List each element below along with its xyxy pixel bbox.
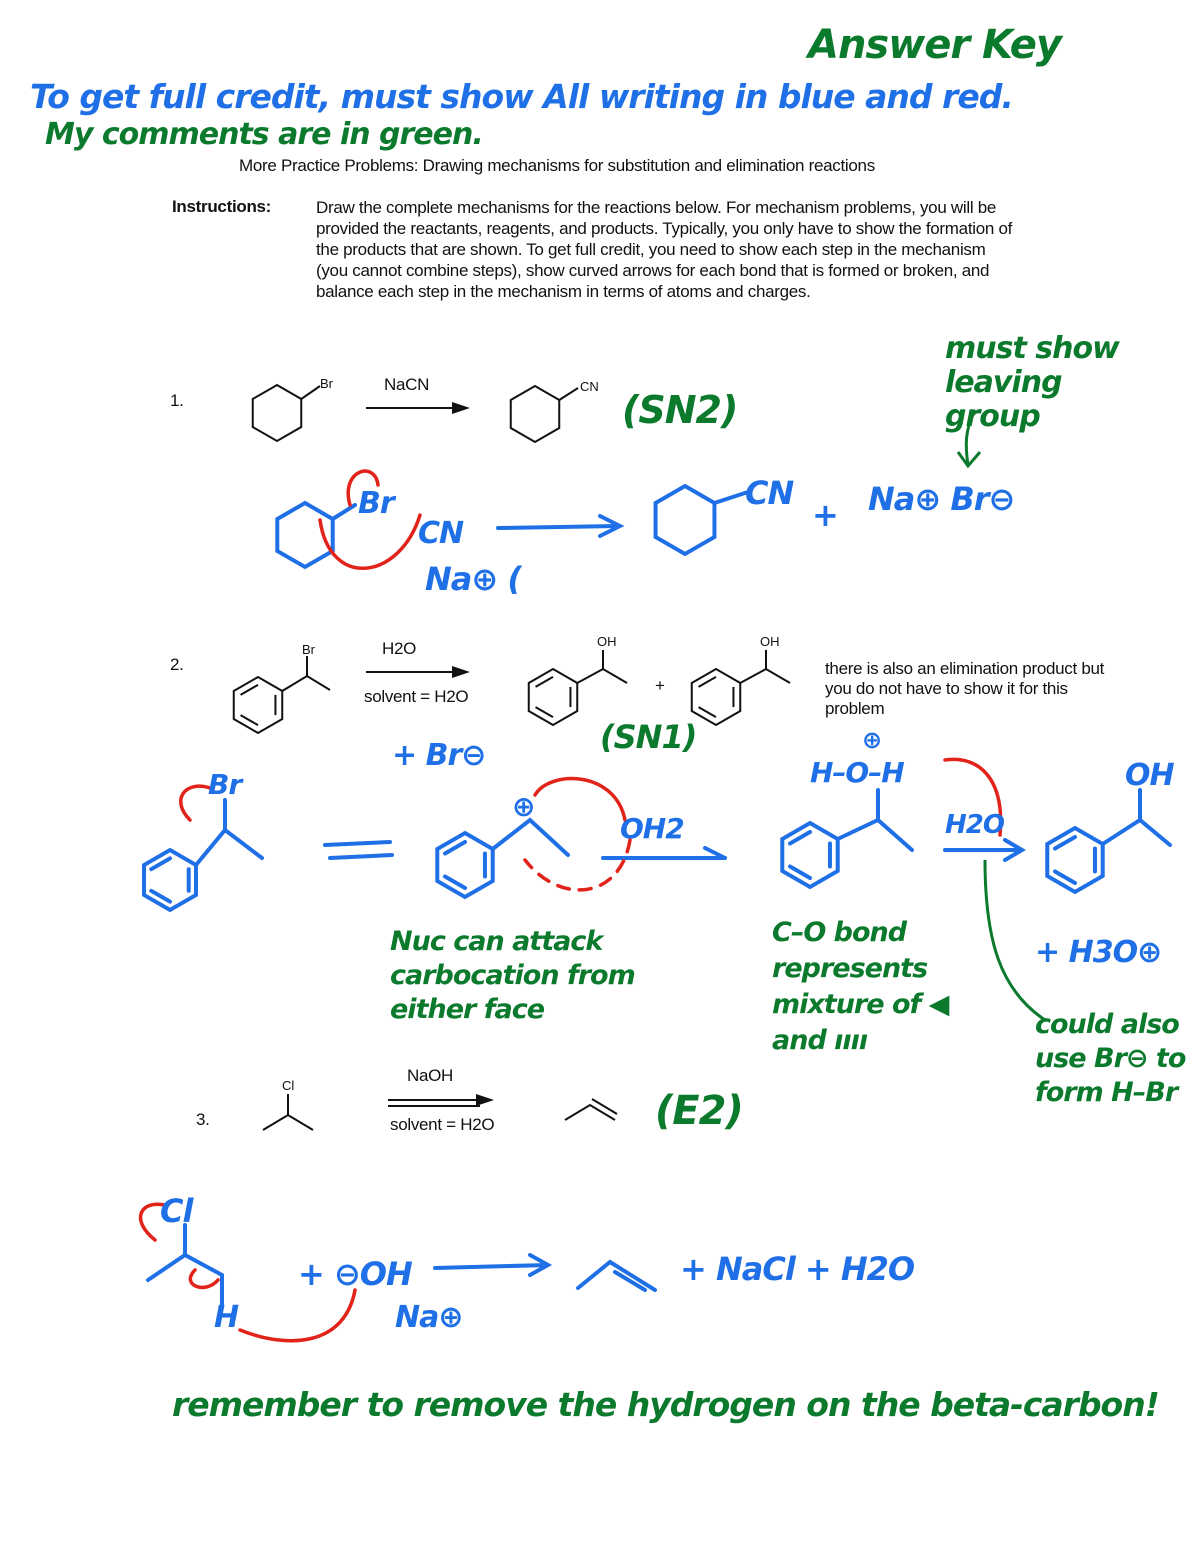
drawn-cyclohexane	[653, 483, 717, 557]
p3-beta-note: remember to remove the hydrogen on the b…	[172, 1385, 1160, 1424]
p3-reagent-top: NaOH	[407, 1066, 454, 1085]
benzene-ring-double-bond	[698, 706, 717, 719]
cyclohexane-ring	[509, 384, 561, 444]
p2-product-oh-2: OH	[760, 634, 780, 649]
drawn-benzene-double-bond	[1053, 834, 1077, 851]
p2-reagent-bottom: solvent = H2O	[364, 687, 469, 706]
p2-reagent-top: H2O	[382, 639, 417, 658]
p2-hbr-note: could also use Br⊖ to form H–Br	[1035, 1009, 1186, 1108]
bond	[300, 385, 321, 400]
full-credit-note: To get full credit, must show All writin…	[30, 77, 1014, 116]
drawn-benzene-double-bond	[788, 864, 812, 881]
oxonium-charge: ⊕	[862, 726, 882, 754]
bond	[1100, 788, 1172, 847]
p2-plus-br: + Br⊖	[392, 738, 486, 773]
p1-leaving-group-note: must show leaving group	[945, 331, 1120, 434]
p1-nabr: Na⊕ Br⊖	[868, 480, 1015, 518]
p1-br: Br	[358, 486, 395, 521]
comments-note: My comments are in green.	[45, 117, 484, 152]
p1-na: Na⊕ (	[425, 560, 522, 598]
reaction-arrow	[433, 1253, 553, 1277]
bond	[576, 650, 628, 684]
equilibrium-arrows	[323, 840, 394, 860]
p3-reactant-cl: Cl	[282, 1078, 295, 1093]
p1-cn: CN	[418, 516, 464, 551]
benzene-ring-double-bond	[240, 714, 259, 727]
comment-line	[983, 859, 1046, 1022]
bond	[835, 788, 914, 852]
drawn-benzene-double-bond	[149, 856, 172, 872]
problem-1-number: 1.	[170, 391, 184, 410]
bond	[490, 817, 570, 857]
p2-product-oh-1: OH	[597, 634, 617, 649]
carbocation-charge: ⊕	[512, 790, 535, 823]
p3-products: + NaCl + H2O	[680, 1250, 915, 1288]
p1-plus: +	[812, 496, 839, 534]
answer-key: Answer Key	[808, 22, 1062, 68]
p2-bond-note: C–O bond represents mixture of ◀ and ııı…	[772, 917, 949, 1056]
instructions-label: Instructions:	[172, 197, 272, 216]
drawn-benzene-double-bond	[443, 874, 467, 891]
bond	[193, 798, 264, 867]
curved-arrows	[138, 469, 1003, 1343]
drawn-benzene-double-bond	[788, 829, 812, 846]
bond	[739, 650, 791, 684]
p1-product-cn: CN	[580, 379, 599, 394]
p3-cl: Cl	[160, 1192, 193, 1230]
reaction-arrow	[601, 846, 727, 860]
cyclohexane-ring	[251, 383, 303, 443]
p2-h3o: + H3O⊕	[1035, 935, 1162, 970]
bond	[712, 490, 750, 505]
p1-reagent: NaCN	[384, 375, 430, 394]
p2-note: there is also an elimination product but…	[825, 659, 1105, 718]
p2-product-oh-hw: OH	[1125, 758, 1175, 793]
p2-nuc-note: Nuc can attack carbocation from either f…	[390, 926, 636, 1025]
reaction-arrow	[943, 838, 1026, 862]
p1-reactant-br: Br	[320, 376, 333, 391]
p2-type: (SN1)	[600, 718, 697, 756]
bond	[558, 387, 579, 401]
p3-type: (E2)	[655, 1088, 744, 1134]
drawn-benzene-double-bond	[1053, 869, 1077, 886]
p1-product-cn-hw: CN	[745, 474, 794, 512]
p3-reagent-bottom: solvent = H2O	[390, 1115, 495, 1134]
alkene	[564, 1098, 618, 1121]
instructions-text: Draw the complete mechanisms for the rea…	[316, 198, 1013, 301]
p2-h2o: H2O	[945, 810, 1005, 840]
benzene-ring-double-bond	[240, 683, 259, 696]
p3-hydroxide: + ⊖OH	[298, 1255, 413, 1293]
p2-reactant-br: Br	[302, 642, 315, 657]
benzene-ring-double-bond	[535, 706, 554, 719]
problem-2-number: 2.	[170, 655, 184, 674]
problem-3-number: 3.	[196, 1110, 210, 1129]
drawn-alkene	[576, 1259, 657, 1292]
bond	[330, 503, 357, 521]
reaction-arrow	[496, 514, 625, 538]
bond	[262, 1094, 314, 1131]
bond	[146, 1223, 224, 1307]
benzene-ring-double-bond	[535, 675, 554, 688]
p2-br: Br	[208, 768, 242, 801]
drawn-benzene-double-bond	[149, 888, 172, 904]
drawn-benzene-double-bond	[443, 839, 467, 856]
benzene-ring-double-bond	[698, 675, 717, 688]
arrowheads	[452, 402, 494, 1106]
p2-plus: +	[655, 676, 665, 695]
p2-oxonium: H–O–H	[810, 756, 905, 789]
reaction-arrow	[388, 1099, 480, 1107]
p3-na: Na⊕	[395, 1300, 463, 1335]
page-title: More Practice Problems: Drawing mechanis…	[239, 156, 875, 175]
p3-h: H	[214, 1300, 239, 1335]
p2-oh2: OH2	[620, 812, 685, 845]
p1-type: (SN2)	[622, 388, 738, 432]
bond	[281, 656, 331, 692]
comment-arrow	[956, 409, 982, 469]
